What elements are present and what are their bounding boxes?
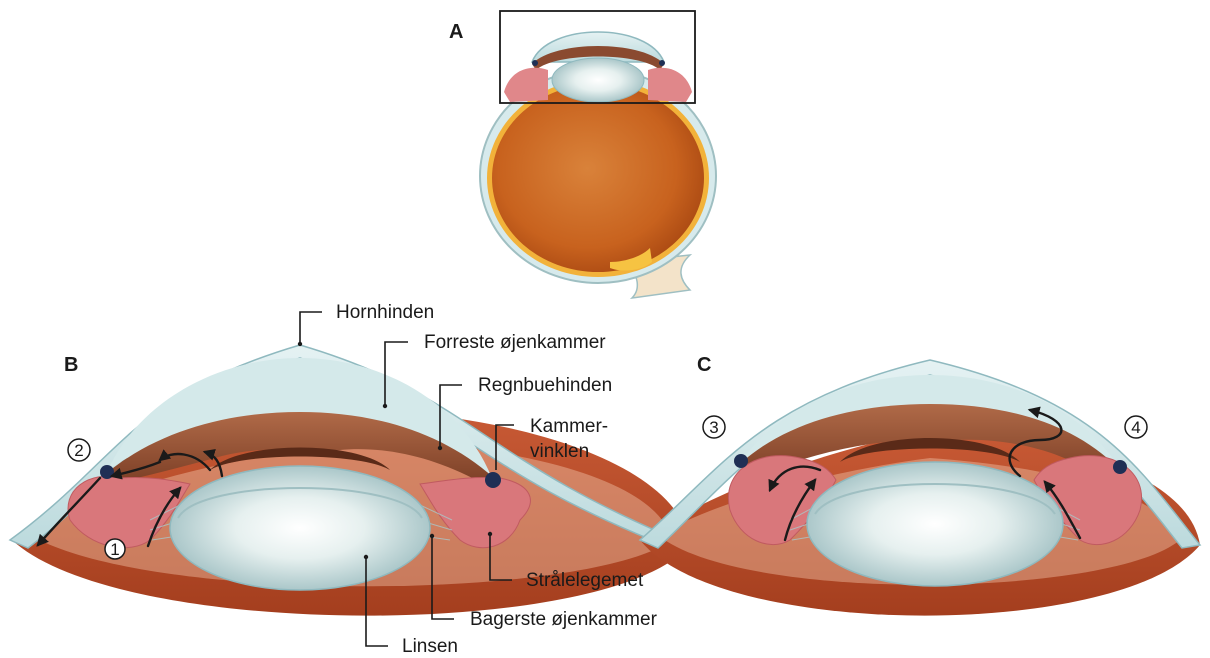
panel-label-a: A [449, 21, 463, 43]
panel-a-eye [480, 11, 716, 298]
leader-cornea [300, 312, 322, 344]
label-posterior-chamber: Bagerste øjenkammer [470, 609, 658, 630]
label-lens: Linsen [402, 636, 458, 657]
panel-c-anterior-segment [640, 360, 1200, 616]
marker-4: 4 [1125, 416, 1147, 438]
marker-3: 3 [703, 416, 725, 438]
svg-text:1: 1 [110, 540, 119, 559]
panel-label-c: C [697, 354, 711, 376]
c-drain-node-right [1113, 460, 1127, 474]
globe-vitreous [492, 84, 704, 272]
svg-text:2: 2 [74, 441, 83, 460]
c-drain-node-left [734, 454, 748, 468]
b-drain-node-right [485, 472, 501, 488]
marker-2: 2 [68, 439, 90, 461]
label-iris: Regnbuehinden [478, 375, 612, 396]
globe-lens [552, 58, 644, 102]
label-cornea: Hornhinden [336, 302, 434, 323]
marker-1: 1 [105, 539, 125, 559]
label-anterior-chamber: Forreste øjenkammer [424, 332, 606, 353]
svg-text:3: 3 [709, 418, 718, 437]
label-chamber-angle-1: Kammer- [530, 416, 608, 437]
label-ciliary-body: Strålelegemet [526, 570, 644, 591]
b-lens [170, 466, 430, 590]
c-lens [807, 462, 1063, 586]
svg-text:4: 4 [1131, 418, 1140, 437]
label-chamber-angle-2: vinklen [530, 441, 589, 462]
panel-label-b: B [64, 354, 78, 376]
